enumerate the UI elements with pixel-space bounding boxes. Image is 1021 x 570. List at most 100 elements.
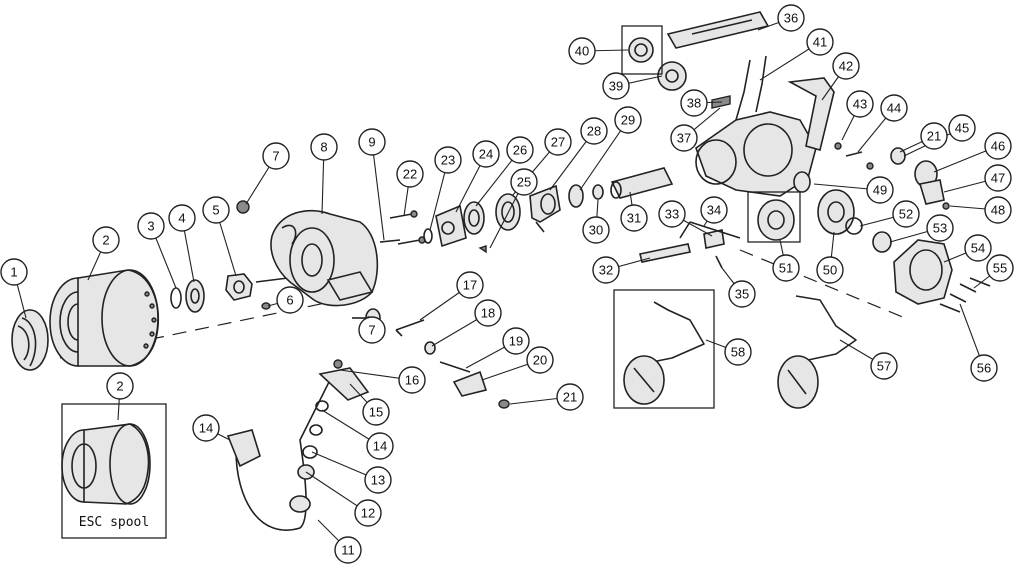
callout-47: 47 (984, 164, 1012, 192)
callout-15: 15 (362, 398, 390, 426)
callout-4: 4 (168, 204, 196, 232)
part-screw-48 (942, 202, 950, 210)
callout-circle (816, 256, 844, 284)
callout-14: 14 (192, 414, 220, 442)
callout-22: 22 (396, 160, 424, 188)
callout-number: 50 (823, 263, 837, 278)
callout-circle (276, 286, 304, 314)
callout-number: 2 (102, 233, 109, 248)
callout-circle (986, 254, 1014, 282)
callout-number: 13 (371, 473, 385, 488)
callout-number: 34 (707, 203, 721, 218)
part-pin-18 (424, 341, 436, 355)
callout-number: 25 (517, 175, 531, 190)
callout-circle (772, 254, 800, 282)
callout-circle (192, 414, 220, 442)
part-pin-44 (845, 151, 863, 157)
part-roller-clutch-28 (529, 184, 561, 233)
callout-24: 24 (472, 140, 500, 168)
part-screw-35 (715, 255, 723, 269)
callout-number: 22 (403, 167, 417, 182)
callout-number: 27 (551, 135, 565, 150)
callout-35: 35 (728, 280, 756, 308)
part-bracket-24 (435, 204, 467, 248)
part-bail-arm-20 (452, 370, 488, 397)
part-main-gear-50 (817, 189, 855, 235)
callout-circle (362, 398, 390, 426)
callout-number: 20 (533, 353, 547, 368)
callout-32: 32 (592, 256, 620, 284)
callout-55: 55 (986, 254, 1014, 282)
callout-number: 48 (991, 203, 1005, 218)
callout-44: 44 (880, 94, 908, 122)
callout-circle (670, 124, 698, 152)
part-lever-47 (918, 179, 945, 205)
part-body-housing (695, 55, 817, 197)
callout-circle (434, 146, 462, 174)
part-handle-58 (623, 301, 705, 405)
callout-2: 2 (92, 226, 120, 254)
callout-18: 18 (474, 299, 502, 327)
callout-57: 57 (870, 352, 898, 380)
callout-circle (168, 204, 196, 232)
callout-5: 5 (202, 196, 230, 224)
callout-number: 3 (147, 219, 154, 234)
callout-51: 51 (772, 254, 800, 282)
part-screws-55-56 (939, 277, 991, 313)
callout-circle (964, 234, 992, 262)
callout-number: 19 (509, 334, 523, 349)
callout-number: 51 (779, 261, 793, 276)
callout-circle (602, 72, 630, 100)
callout-30: 30 (582, 216, 610, 244)
callout-number: 39 (609, 79, 623, 94)
callout-31: 31 (620, 204, 648, 232)
callout-circle (456, 271, 484, 299)
callout-number: 1 (10, 265, 17, 280)
callout-number: 18 (481, 306, 495, 321)
callout-25: 25 (510, 168, 538, 196)
callout-8: 8 (310, 133, 338, 161)
callout-number: 11 (341, 543, 355, 558)
part-screw-43 (834, 142, 842, 150)
callout-circle (106, 372, 134, 400)
callout-40: 40 (568, 37, 596, 65)
callout-number: 28 (587, 124, 601, 139)
callout-circle (948, 114, 976, 142)
callout-circle (556, 383, 584, 411)
callout-16: 16 (398, 366, 426, 394)
callout-number: 29 (621, 113, 635, 128)
callout-circle (832, 52, 860, 80)
callout-circle (592, 256, 620, 284)
callout-48: 48 (984, 196, 1012, 224)
callout-circle (526, 346, 554, 374)
callout-number: 9 (368, 135, 375, 150)
callout-circle (354, 499, 382, 527)
callout-45: 45 (948, 114, 976, 142)
callout-43: 43 (846, 90, 874, 118)
part-shaft-32 (639, 243, 691, 263)
callout-number: 54 (971, 241, 985, 256)
leader-line-29 (579, 119, 629, 191)
callout-number: 14 (373, 439, 387, 454)
callout-number: 56 (977, 361, 991, 376)
callout-circle (806, 28, 834, 56)
callout-circle (502, 327, 530, 355)
callout-19: 19 (502, 327, 530, 355)
part-handle-57 (777, 295, 857, 409)
callout-circle (364, 466, 392, 494)
callout-circle (510, 168, 538, 196)
callout-circle (984, 196, 1012, 224)
callout-circle (506, 136, 534, 164)
callout-39: 39 (602, 72, 630, 100)
callout-circle (580, 117, 608, 145)
callout-circle (396, 160, 424, 188)
callout-number: 31 (627, 211, 641, 226)
callout-21: 21 (920, 122, 948, 150)
callout-7: 7 (358, 316, 386, 344)
callout-circle (472, 140, 500, 168)
callout-number: 58 (731, 345, 745, 360)
callout-23: 23 (434, 146, 462, 174)
callout-number: 23 (441, 153, 455, 168)
callout-circle (366, 432, 394, 460)
